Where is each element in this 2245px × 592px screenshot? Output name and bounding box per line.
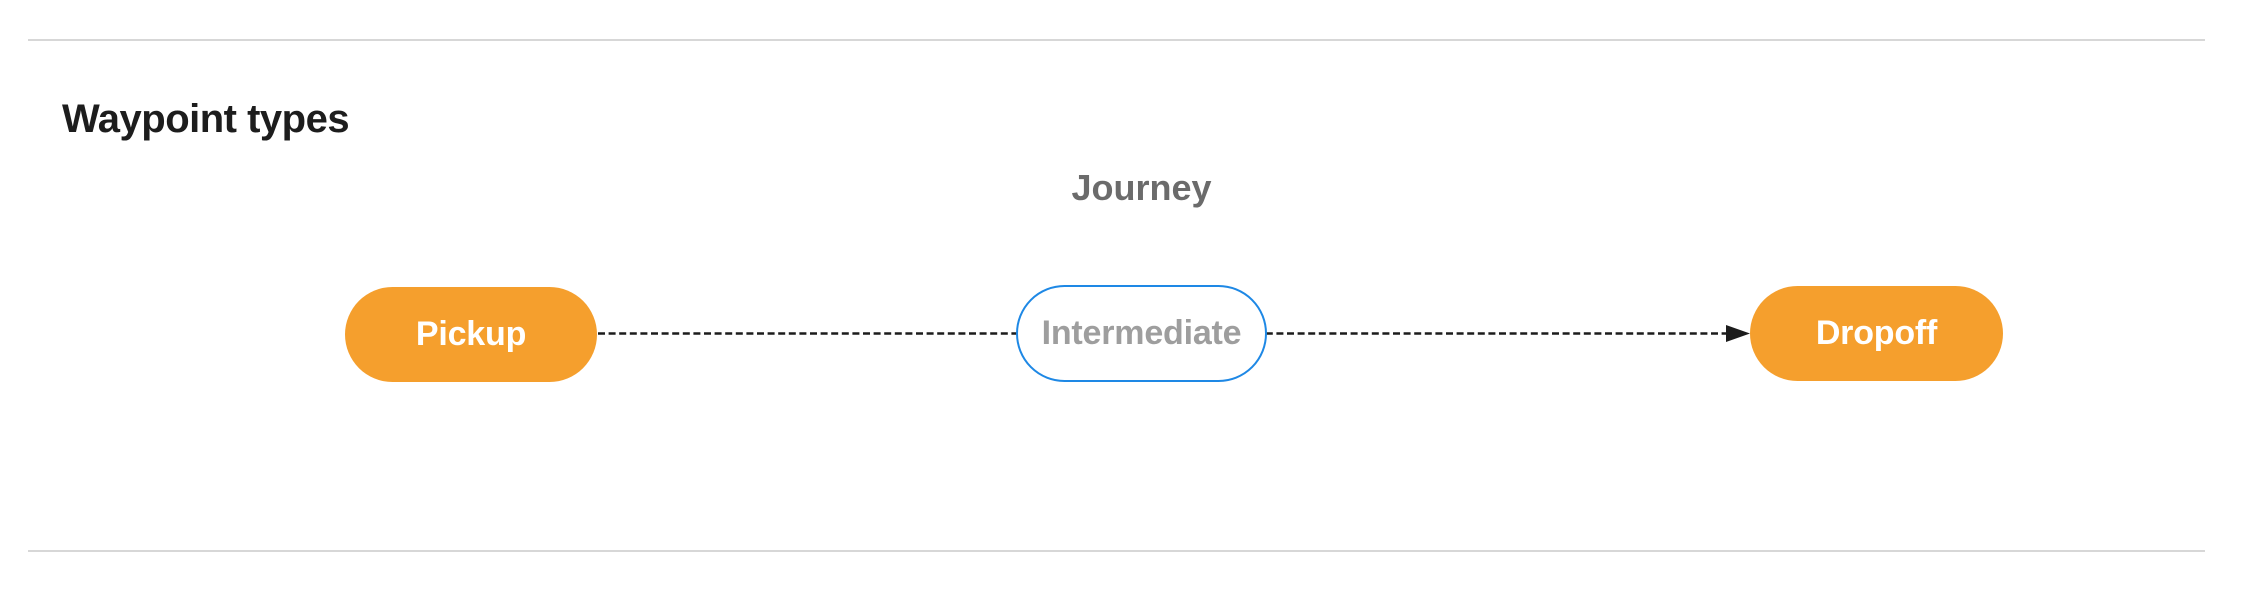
top-divider (28, 39, 2205, 41)
node-intermediate-label: Intermediate (1041, 314, 1242, 352)
node-dropoff-label: Dropoff (1815, 314, 1938, 352)
journey-label: Journey (1071, 167, 1212, 208)
bottom-divider (28, 550, 2205, 552)
node-pickup-label: Pickup (415, 315, 527, 353)
node-dropoff: Dropoff (1750, 286, 2003, 381)
page-title: Waypoint types (62, 97, 350, 142)
node-pickup: Pickup (345, 287, 597, 382)
node-intermediate: Intermediate (1016, 285, 1267, 382)
arrowhead-icon (1726, 325, 1750, 342)
